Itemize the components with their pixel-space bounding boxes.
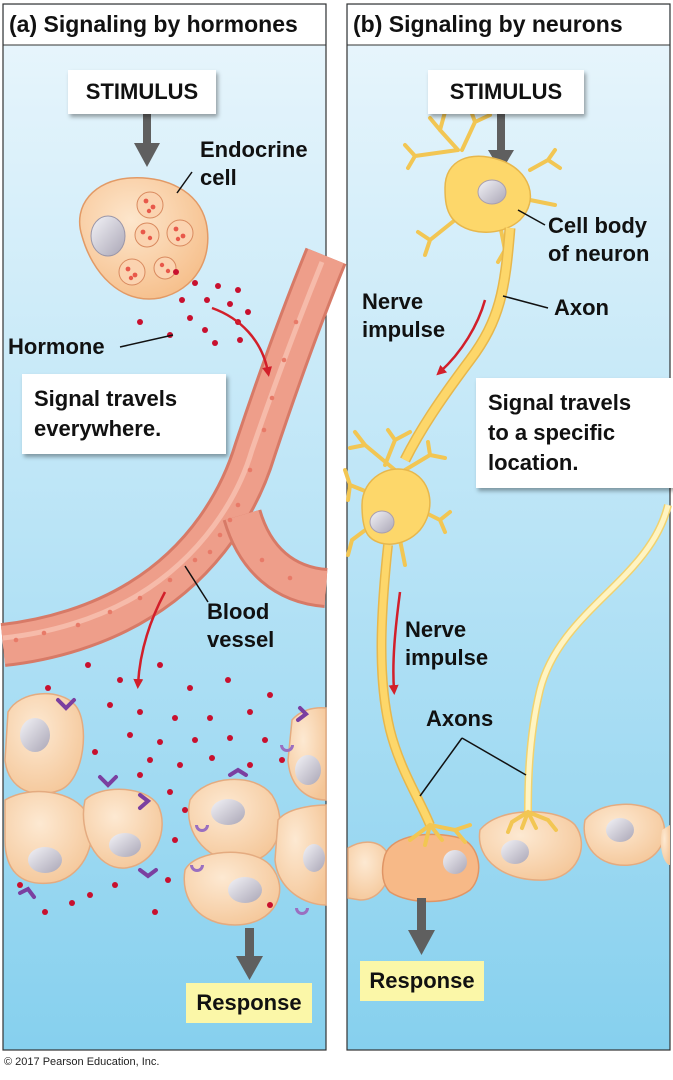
- hormone-molecules: [17, 269, 285, 915]
- endocrine-cell-label: Endocrine cell: [200, 137, 308, 190]
- nerve-impulse-arrow-1: [436, 299, 487, 376]
- nerve-impulse-arrow-2: [388, 591, 402, 695]
- endocrine-cell: [78, 177, 209, 300]
- copyright-notice: © 2017 Pearson Education, Inc.: [4, 1056, 160, 1068]
- stimulus-box-a: STIMULUS: [68, 70, 216, 114]
- hormone-path-arrow-1: [211, 306, 272, 377]
- hormone-label: Hormone: [8, 334, 105, 359]
- response-arrow-a: [236, 928, 263, 980]
- blood-vessel: [0, 247, 347, 667]
- cup-receptors: [190, 745, 309, 915]
- cell-body-label: Cell body of neuron: [548, 213, 650, 266]
- axons-label: Axons: [426, 706, 494, 731]
- response-box-a: Response: [186, 983, 312, 1023]
- nerve-impulse-label-2: Nerve impulse: [405, 617, 489, 670]
- stimulus-box-b: STIMULUS: [428, 70, 584, 114]
- stimulus-arrow-a: [134, 113, 160, 167]
- hormone-path-arrow-2: [133, 591, 167, 689]
- nerve-impulse-label-1: Nerve impulse: [362, 289, 446, 342]
- receptors: [18, 698, 310, 899]
- target-cells-b: [347, 803, 670, 903]
- response-box-b: Response: [360, 961, 484, 1001]
- target-cells-a: [4, 693, 327, 926]
- panel-b-title: (b) Signaling by neurons: [353, 11, 623, 37]
- signal-text-b: Signal travels to a specific location.: [476, 378, 673, 488]
- response-arrow-b: [408, 898, 435, 955]
- panel-a-title: (a) Signaling by hormones: [9, 11, 298, 37]
- axon-label: Axon: [554, 295, 609, 320]
- second-axon-terminals: [506, 810, 558, 834]
- blood-vessel-label: Blood vessel: [207, 599, 275, 652]
- neuron-chain: [343, 106, 562, 847]
- signal-text-a: Signal travels everywhere.: [22, 374, 226, 454]
